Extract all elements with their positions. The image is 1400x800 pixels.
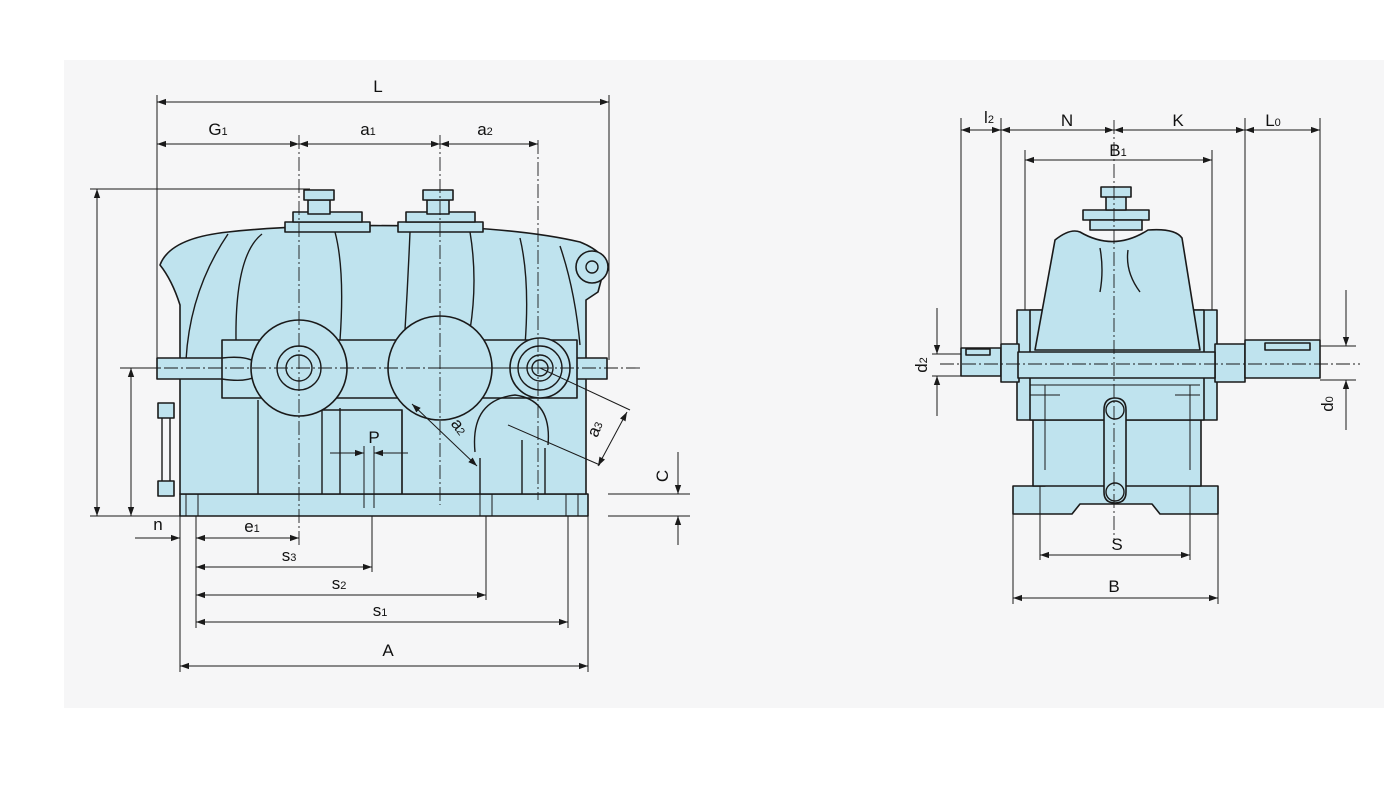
dim-label-B1: B1 (1109, 141, 1126, 160)
dim-label-s1: s1 (373, 601, 388, 620)
dim-label-a2: a2 (477, 120, 493, 139)
side-dimension-lines (932, 118, 1356, 604)
side-view: l2 N K L0 B1 d2 d0 S B (912, 108, 1360, 604)
side-centerlines (940, 120, 1360, 540)
front-dimension-lines (90, 95, 690, 672)
dim-label-B: B (1108, 577, 1119, 596)
front-labels: L G1 a1 a2 P C a2 a3 n e1 s3 s2 s1 A (153, 77, 672, 660)
dim-label-d2: d2 (912, 357, 931, 373)
dim-label-L: L (373, 77, 382, 96)
dim-label-l2: l2 (984, 108, 994, 127)
dim-label-P: P (368, 428, 379, 447)
dim-label-n: n (153, 515, 162, 534)
front-housing (156, 189, 609, 517)
dim-label-A: A (382, 641, 394, 660)
dim-label-S: S (1111, 535, 1122, 554)
dim-label-L0: L0 (1265, 111, 1281, 130)
front-view: L G1 a1 a2 P C a2 a3 n e1 s3 s2 s1 A (90, 77, 690, 672)
dim-label-N: N (1061, 111, 1073, 130)
dim-label-d0: d0 (1318, 396, 1337, 412)
dim-label-a3: a3 (583, 418, 606, 440)
dim-label-G1: G1 (208, 120, 227, 139)
dim-label-a1: a1 (360, 120, 376, 139)
dim-label-K: K (1172, 111, 1184, 130)
side-housing (960, 186, 1321, 515)
dim-label-e1: e1 (244, 517, 260, 536)
dim-label-C: C (653, 470, 672, 482)
side-labels: l2 N K L0 B1 d2 d0 S B (912, 108, 1337, 596)
dim-label-s2: s2 (332, 574, 347, 593)
dim-label-s3: s3 (282, 546, 297, 565)
